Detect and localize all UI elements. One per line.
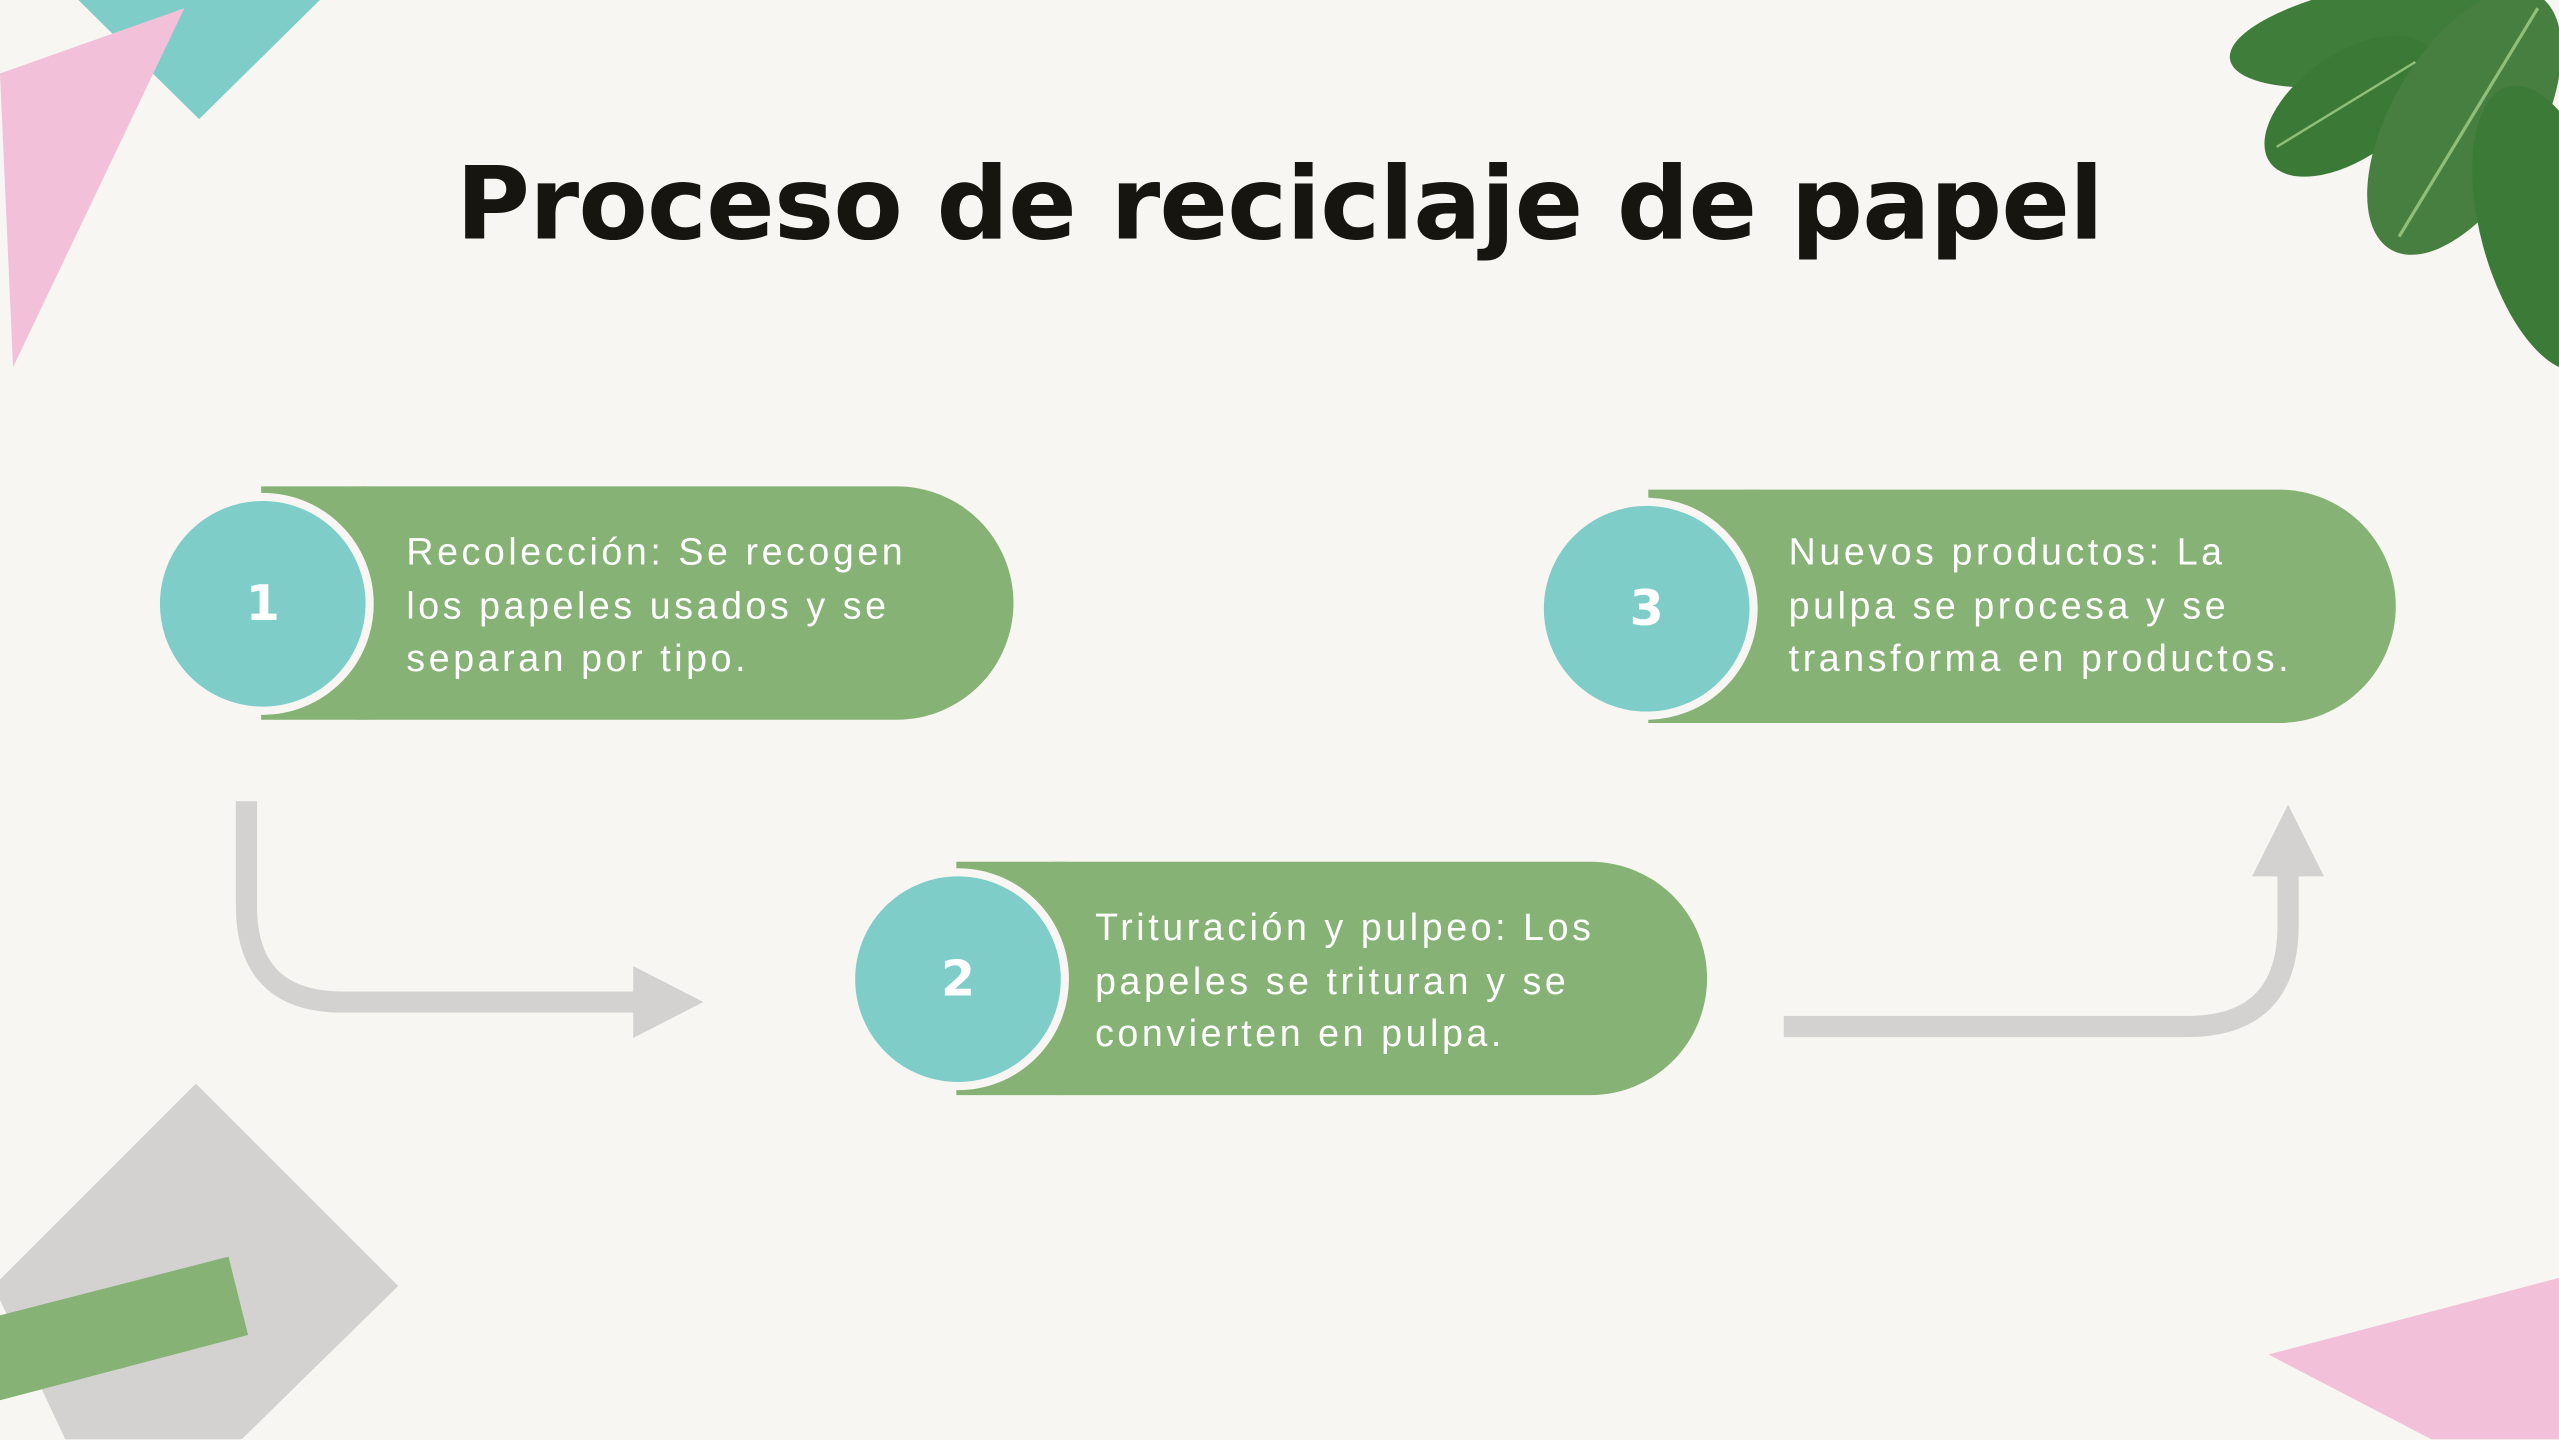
arrowhead-up xyxy=(2252,804,2324,877)
gray-diamond-decoration xyxy=(0,1083,399,1440)
step-number-badge: 2 xyxy=(847,868,1069,1091)
step-text: Trituración y pulpeo: Los papeles se tri… xyxy=(1095,905,1595,1055)
arrow-2-to-3 xyxy=(1783,868,2299,1038)
step-text: Nuevos productos: La pulpa se procesa y … xyxy=(1788,530,2293,679)
step-pill xyxy=(241,486,1014,720)
leaves-decoration xyxy=(2229,0,2559,372)
pink-triangle-decoration-bottom xyxy=(2268,1277,2559,1440)
arrowhead-right xyxy=(633,966,704,1038)
green-bar-decoration xyxy=(0,1256,249,1401)
step-number-badge: 3 xyxy=(1535,497,1758,720)
arrow-1-to-2 xyxy=(235,801,640,1013)
pink-triangle-decoration xyxy=(0,8,185,368)
step-text: Recolección: Se recogen los papeles usad… xyxy=(406,530,907,679)
page-title: Proceso de reciclaje de papel xyxy=(455,143,2104,263)
step-number-badge: 1 xyxy=(151,492,374,715)
